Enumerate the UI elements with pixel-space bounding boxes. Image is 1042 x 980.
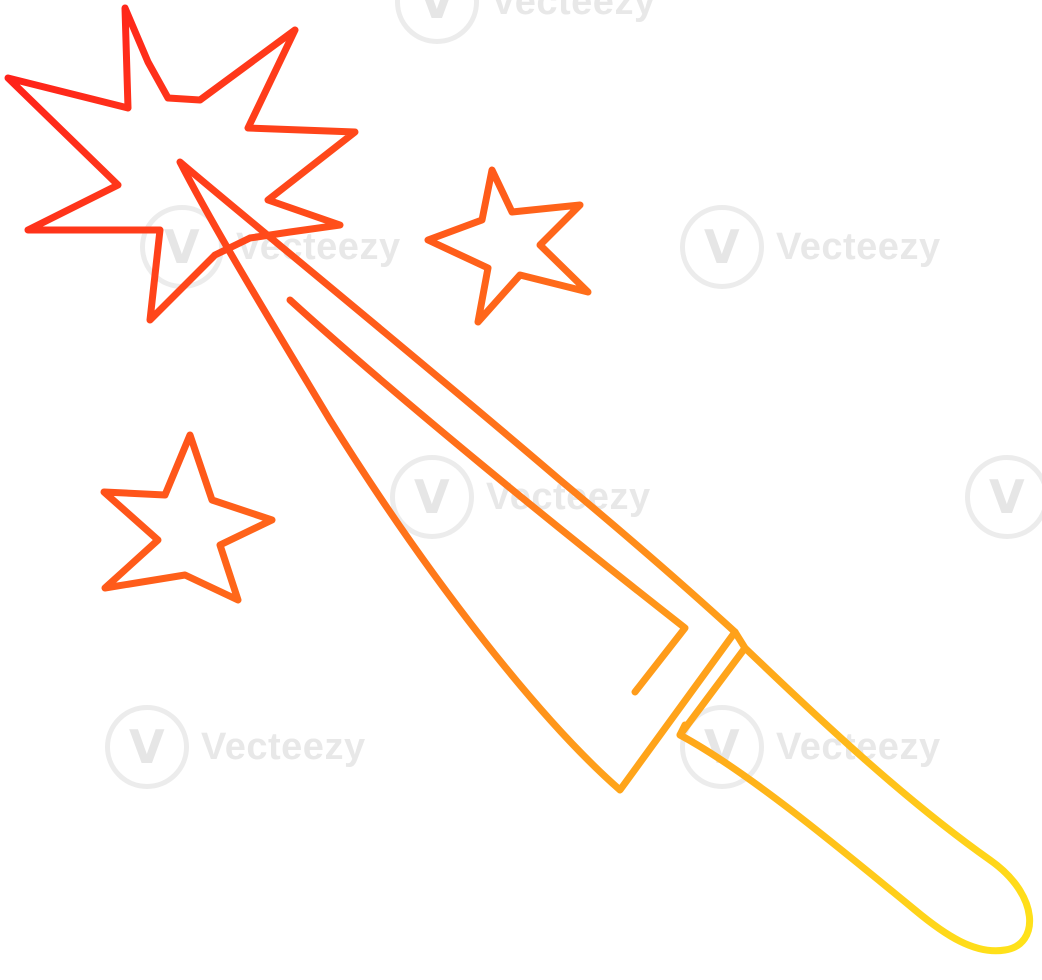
knife-bolster	[676, 644, 749, 739]
star-icon	[424, 166, 592, 326]
blade-edge-line	[286, 296, 689, 696]
knife-handle	[676, 628, 1034, 955]
burst-icon	[4, 4, 359, 324]
star-icon	[100, 431, 276, 604]
knife-blade	[176, 158, 739, 794]
